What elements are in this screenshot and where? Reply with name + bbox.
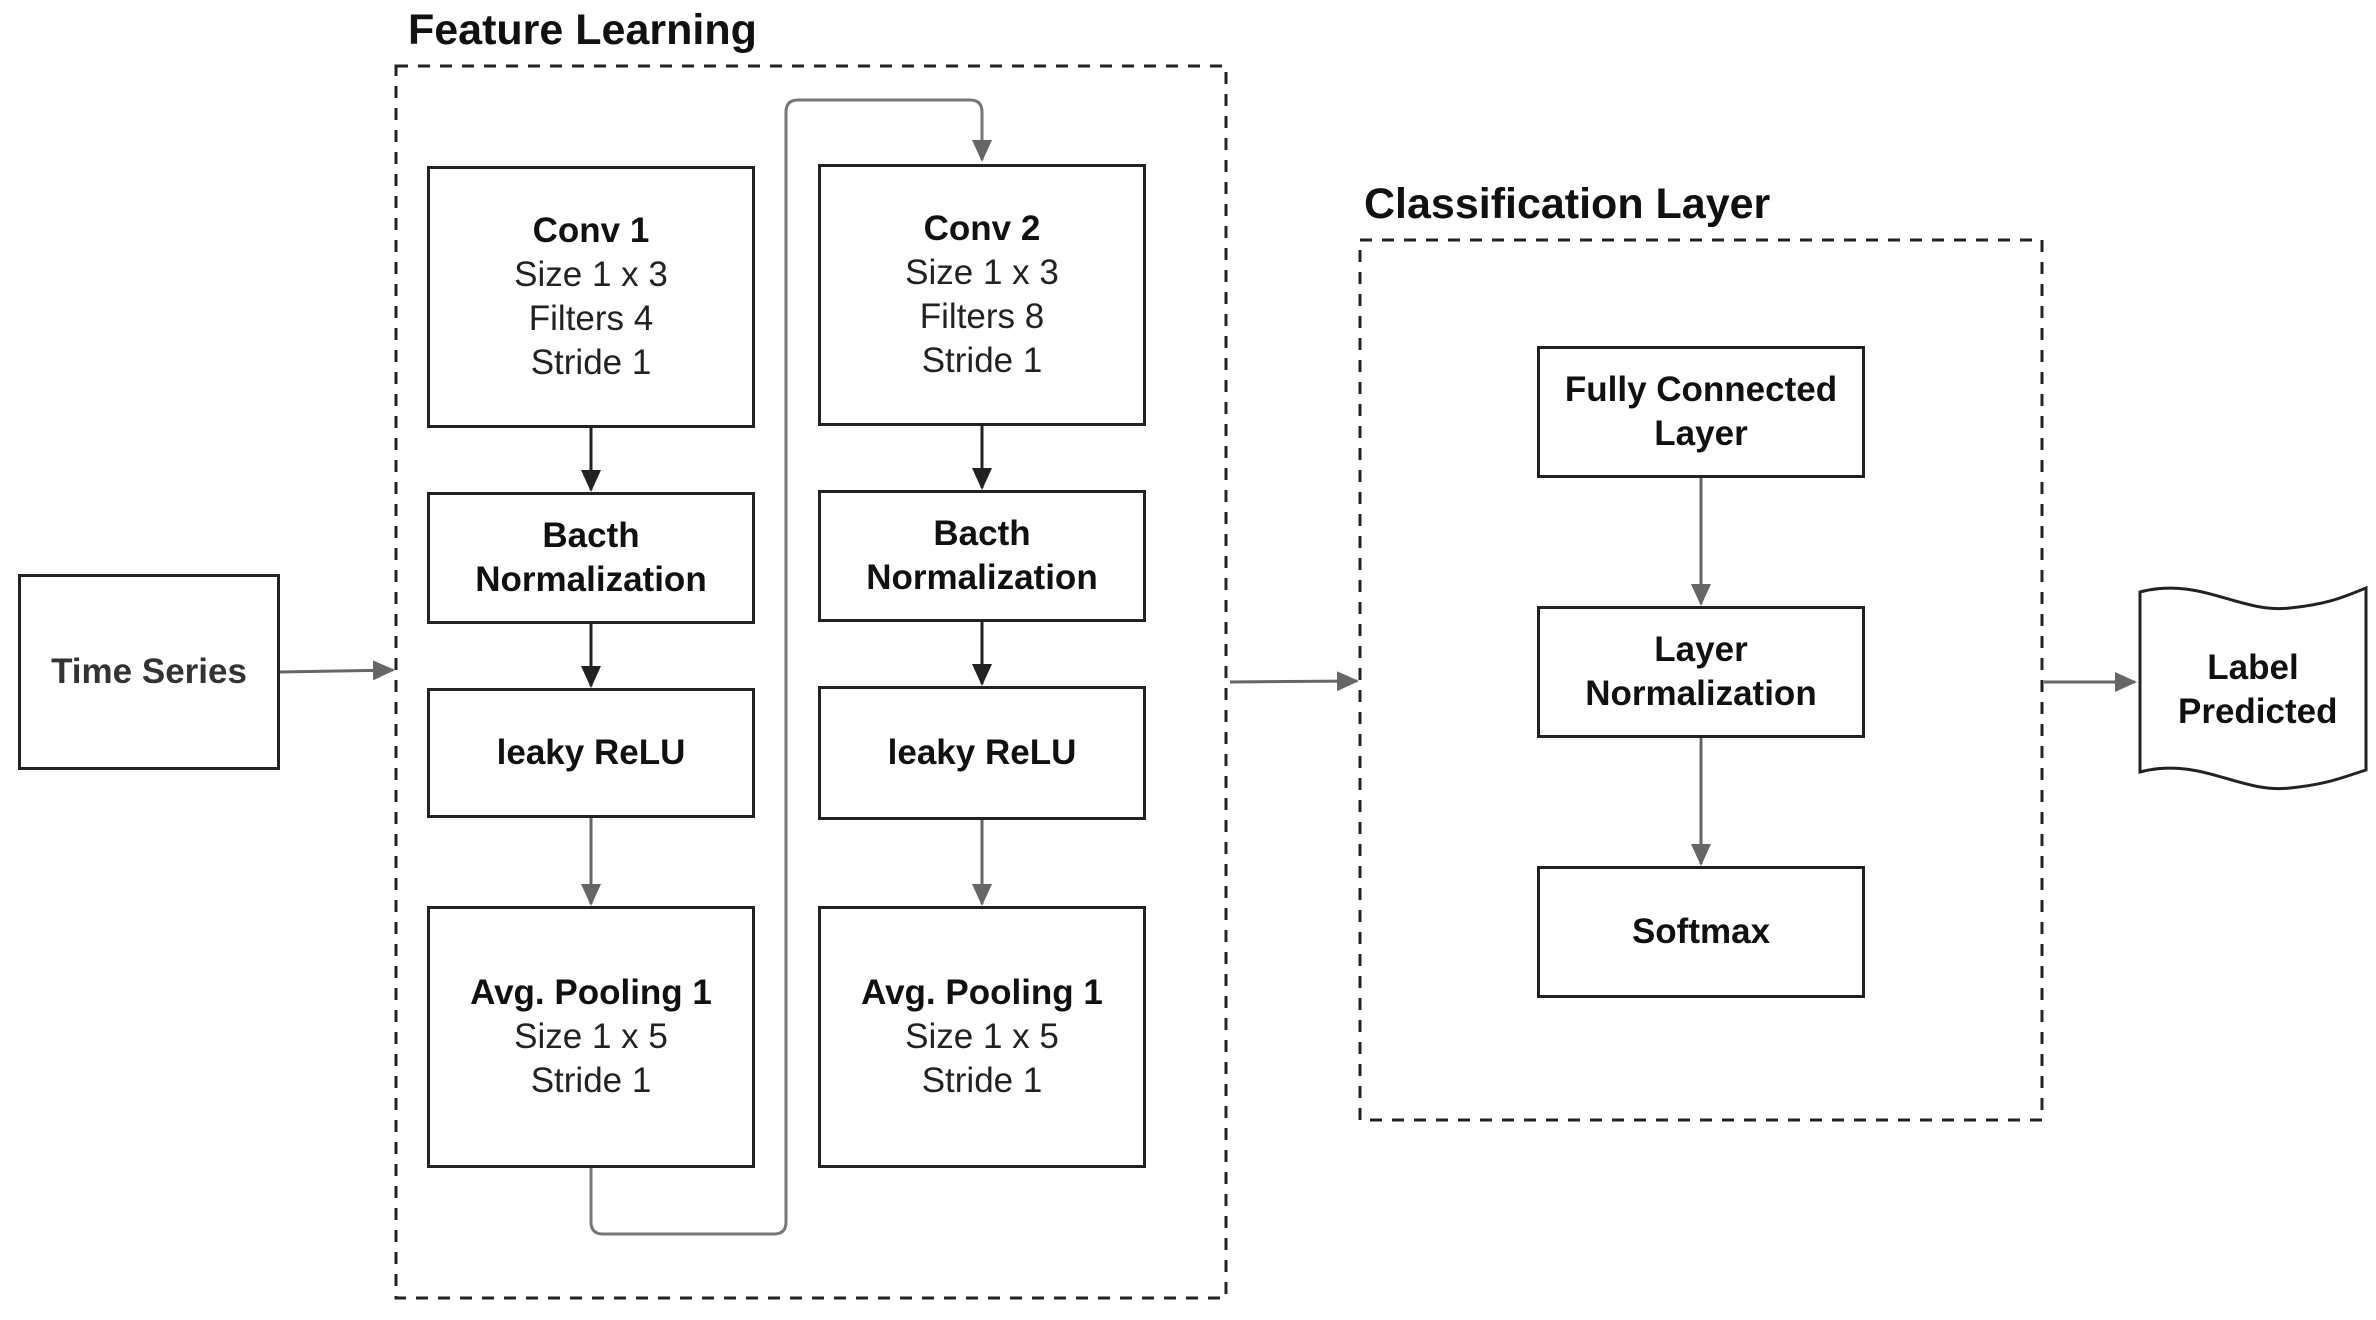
conv1-box: Conv 1 Size 1 x 3 Filters 4 Stride 1	[427, 166, 755, 428]
avg-pooling-right-title: Avg. Pooling 1	[861, 973, 1103, 1012]
conv2-filters: Filters 8	[919, 297, 1045, 336]
avg-pooling-left-box: Avg. Pooling 1 Size 1 x 5 Stride 1	[427, 906, 755, 1168]
batch-norm2-title: Bacth Normalization	[866, 514, 1098, 597]
softmax-box: Softmax	[1537, 866, 1865, 998]
output-document-shape	[2138, 585, 2368, 791]
leaky-relu1-box: leaky ReLU	[427, 688, 755, 818]
fully-connected-box: Fully Connected Layer	[1537, 346, 1865, 478]
time-series-label: Time Series	[51, 652, 247, 691]
arrow-input-to-feature	[279, 660, 395, 681]
conv2-box: Conv 2 Size 1 x 3 Filters 8 Stride 1	[818, 164, 1146, 426]
connector-pool1-to-conv2	[589, 98, 992, 1236]
layer-norm-box: Layer Normalization	[1537, 606, 1865, 738]
leaky-relu1-title: leaky ReLU	[496, 733, 686, 772]
batch-norm1-title: Bacth Normalization	[475, 516, 707, 599]
label-predicted: Label Predicted	[2148, 610, 2358, 770]
conv1-size: Size 1 x 3	[514, 255, 668, 294]
conv2-stride: Stride 1	[921, 341, 1043, 380]
conv1-filters: Filters 4	[528, 299, 654, 338]
avg-pooling-left-stride: Stride 1	[530, 1061, 652, 1100]
time-series-box: Time Series	[18, 574, 280, 770]
fully-connected-title: Fully Connected Layer	[1564, 370, 1838, 453]
label-predicted-title: Label Predicted	[2178, 648, 2338, 731]
leaky-relu2-box: leaky ReLU	[818, 686, 1146, 820]
batch-norm2-box: Bacth Normalization	[818, 490, 1146, 622]
batch-norm1-box: Bacth Normalization	[427, 492, 755, 624]
conv2-size: Size 1 x 3	[905, 253, 1059, 292]
feature-learning-title: Feature Learning	[408, 6, 757, 54]
softmax-title: Softmax	[1631, 912, 1771, 951]
avg-pooling-left-title: Avg. Pooling 1	[470, 973, 712, 1012]
leaky-relu2-title: leaky ReLU	[887, 733, 1077, 772]
classification-title: Classification Layer	[1364, 180, 1771, 228]
avg-pooling-right-size: Size 1 x 5	[905, 1017, 1059, 1056]
avg-pooling-right-stride: Stride 1	[921, 1061, 1043, 1100]
conv1-stride: Stride 1	[530, 343, 652, 382]
avg-pooling-left-size: Size 1 x 5	[514, 1017, 668, 1056]
arrow-feature-to-classification	[1229, 671, 1359, 692]
conv2-title: Conv 2	[923, 209, 1041, 248]
avg-pooling-right-box: Avg. Pooling 1 Size 1 x 5 Stride 1	[818, 906, 1146, 1168]
classification-group	[1358, 238, 2044, 1122]
feature-learning-group	[394, 64, 1228, 1300]
layer-norm-title: Layer Normalization	[1585, 630, 1817, 713]
conv1-title: Conv 1	[532, 211, 650, 250]
